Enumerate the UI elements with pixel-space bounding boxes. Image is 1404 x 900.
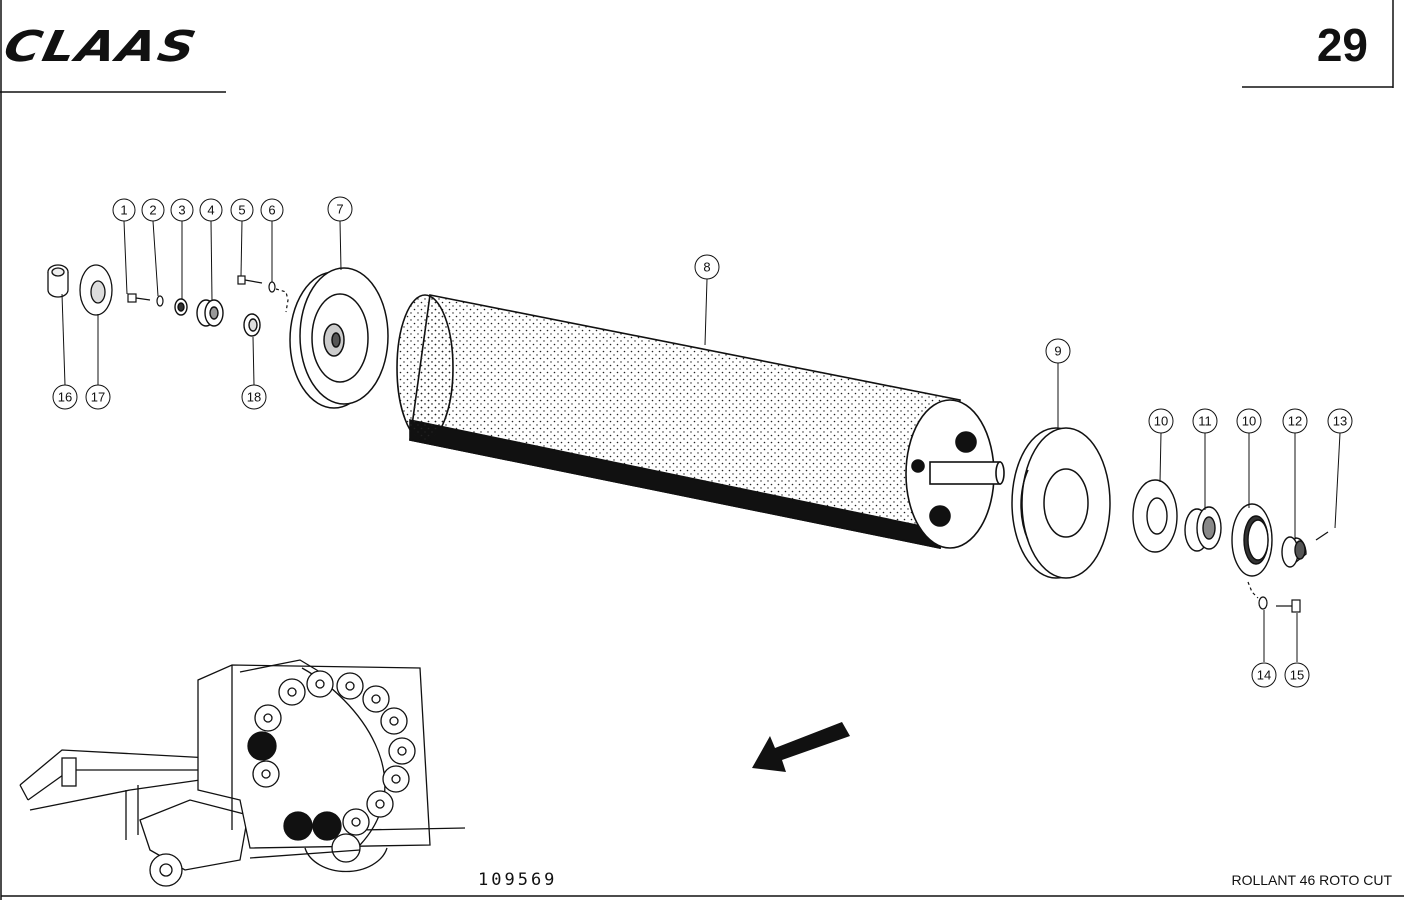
callout-label: 5 (238, 203, 245, 218)
callout-10a: 10 (1148, 408, 1174, 434)
seal-part-18 (243, 313, 261, 337)
drawing-number: 109569 (478, 870, 558, 890)
callout-1: 1 (112, 198, 136, 222)
callout-11: 11 (1192, 408, 1218, 434)
callout-10b: 10 (1236, 408, 1262, 434)
callout-17: 17 (85, 384, 111, 410)
machine-overview-sketch (19, 659, 466, 887)
callout-label: 13 (1333, 414, 1347, 429)
end-disc-part-7 (289, 267, 389, 409)
leader-lines (61, 220, 1341, 662)
callout-label: 17 (91, 390, 105, 405)
callout-16: 16 (52, 384, 78, 410)
flange-part-10b (1231, 503, 1273, 577)
callout-label: 1 (120, 203, 127, 218)
callout-label: 18 (247, 390, 261, 405)
callout-label: 15 (1290, 668, 1304, 683)
callout-label: 9 (1054, 344, 1061, 359)
callout-5: 5 (230, 198, 254, 222)
washer-part-2 (156, 295, 164, 307)
callout-label: 14 (1257, 668, 1271, 683)
nut-part-3 (174, 298, 188, 316)
callout-label: 8 (703, 260, 710, 275)
callout-label: 4 (207, 203, 214, 218)
callout-label: 3 (178, 203, 185, 218)
callout-2: 2 (141, 198, 165, 222)
model-name: ROLLANT 46 ROTO CUT (1231, 872, 1392, 888)
bolt-part-1 (127, 293, 151, 303)
flange-part-17 (79, 264, 113, 316)
callout-13: 13 (1327, 408, 1353, 434)
callout-label: 7 (336, 202, 343, 217)
bushing-part-16 (47, 264, 69, 298)
screw-part-13 (1315, 531, 1329, 541)
page-number: 29 (1316, 19, 1368, 71)
roller-drum-part-8 (396, 294, 1005, 549)
callout-label: 16 (58, 390, 72, 405)
callout-label: 10 (1154, 414, 1168, 429)
callout-12: 12 (1282, 408, 1308, 434)
callout-3: 3 (170, 198, 194, 222)
callout-4: 4 (199, 198, 223, 222)
direction-arrow-icon (752, 722, 850, 772)
callout-6: 6 (260, 198, 284, 222)
bushing-part-12 (1281, 536, 1307, 568)
washer-part-6 (268, 281, 289, 313)
callout-8: 8 (694, 254, 720, 280)
bolt-part-15 (1276, 599, 1301, 613)
callout-label: 11 (1198, 414, 1212, 429)
callout-15: 15 (1284, 662, 1310, 688)
flange-part-10a (1132, 479, 1178, 553)
bolt-part-5 (237, 275, 263, 285)
callout-label: 12 (1288, 414, 1302, 429)
callout-label: 6 (268, 203, 275, 218)
callout-14: 14 (1251, 662, 1277, 688)
callout-label: 2 (149, 203, 156, 218)
callout-18: 18 (241, 384, 267, 410)
roller-circles (247, 670, 416, 841)
callout-9: 9 (1045, 338, 1071, 364)
callout-label: 10 (1242, 414, 1256, 429)
bearing-part-11 (1184, 506, 1222, 552)
washer-part-14 (1247, 581, 1268, 610)
bearing-part-4 (196, 299, 224, 327)
callout-7: 7 (327, 196, 353, 222)
flange-disc-part-9 (1011, 427, 1111, 579)
